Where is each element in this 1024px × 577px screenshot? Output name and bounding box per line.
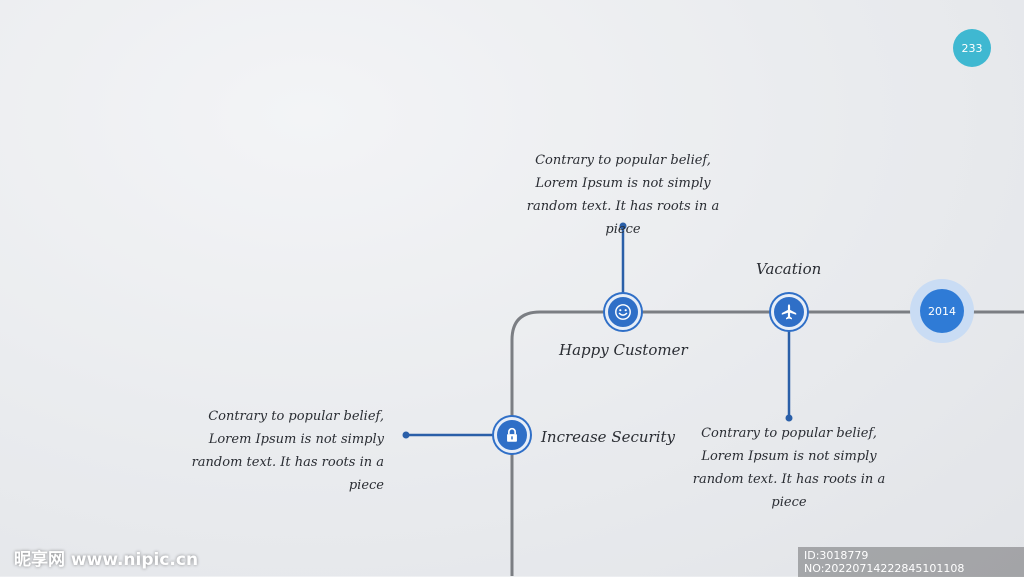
vacation-label: Vacation <box>756 260 822 278</box>
connector-dot-happy-customer <box>619 222 627 230</box>
airplane-icon <box>781 304 797 320</box>
connector-dot-vacation <box>785 414 793 422</box>
connector-dot-increase-security <box>402 431 410 439</box>
increase-security-label: Increase Security <box>541 428 676 446</box>
timeline-track <box>510 310 1024 576</box>
year-marker: 2014 <box>910 279 974 343</box>
watermark-right: ID:3018779 NO:20220714222845101108 <box>798 547 1024 577</box>
year-label: 2014 <box>920 289 964 333</box>
increase-security-node <box>494 417 530 453</box>
vacation-description: Contrary to popular belief, Lorem Ipsum … <box>692 426 886 510</box>
page-number-badge: 233 <box>953 29 991 67</box>
happy-customer-node <box>605 294 641 330</box>
vacation-node <box>771 294 807 330</box>
happy-customer-description: Contrary to popular belief, Lorem Ipsum … <box>526 153 720 237</box>
smiley-icon <box>615 304 631 320</box>
increase-security-description: Contrary to popular belief, Lorem Ipsum … <box>191 409 384 493</box>
lock-icon <box>507 427 517 442</box>
watermark-left: 昵享网 www.nipic.cn <box>14 550 199 570</box>
happy-customer-label: Happy Customer <box>559 341 688 359</box>
